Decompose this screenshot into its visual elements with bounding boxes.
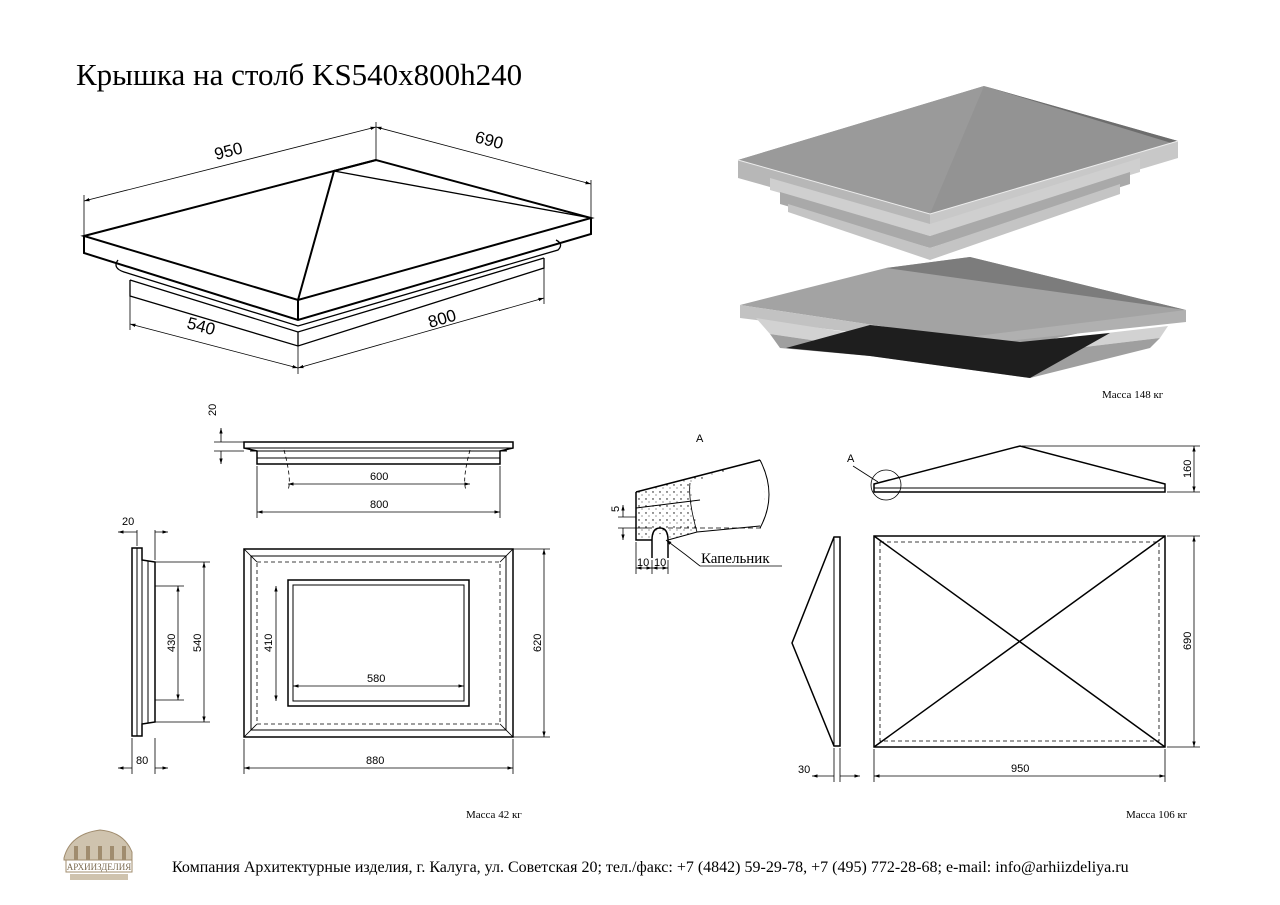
- footer-contacts: Компания Архитектурные изделия, г. Калуг…: [172, 859, 1129, 876]
- isometric-drawing: 950 690 540 800: [80, 122, 595, 374]
- dim-20-side: 20: [122, 516, 134, 528]
- render-cap-bottom: [740, 257, 1186, 378]
- dim-160: 160: [1182, 460, 1194, 478]
- dim-690: 690: [473, 128, 505, 154]
- detail-dim-10b: 10: [654, 557, 666, 569]
- render-mass-label: Масса 148 кг: [1102, 389, 1164, 401]
- dim-620: 620: [532, 634, 544, 652]
- drip-label: Капельник: [701, 551, 770, 567]
- dim-800: 800: [426, 306, 459, 332]
- dim-950: 950: [212, 139, 244, 164]
- dim-690-plan: 690: [1182, 632, 1194, 650]
- dim-950-plan: 950: [1011, 763, 1029, 775]
- base-plan: 410 580 620 880: [243, 548, 550, 774]
- logo-text: АРХИИЗДЕЛИЯ: [67, 862, 131, 872]
- dim-580: 580: [367, 673, 385, 685]
- mass-42-label: Масса 42 кг: [466, 809, 522, 821]
- base-elevation: 20 600 800: [207, 404, 514, 518]
- dim-600: 600: [370, 471, 388, 483]
- dim-540: 540: [185, 314, 217, 340]
- dim-20-elev: 20: [207, 404, 219, 416]
- dim-540-side: 540: [192, 634, 204, 652]
- detail-a-title: А: [696, 433, 704, 445]
- cap-detail-marker: А: [847, 453, 855, 465]
- detail-dim-5: 5: [610, 506, 622, 512]
- cap-plan: 950 690: [873, 535, 1200, 782]
- company-logo: АРХИИЗДЕЛИЯ: [63, 829, 133, 880]
- cap-elevation: А 160: [847, 445, 1200, 501]
- page-title: Крышка на столб KS540x800h240: [76, 57, 522, 92]
- dim-410: 410: [263, 634, 275, 652]
- mass-106-label: Масса 106 кг: [1126, 809, 1188, 821]
- detail-dim-10a: 10: [637, 557, 649, 569]
- cap-side-profile: 30: [791, 536, 860, 782]
- dim-800-elev: 800: [370, 499, 388, 511]
- dim-880: 880: [366, 755, 384, 767]
- dim-80: 80: [136, 755, 148, 767]
- side-elevation: 20 430 540 80: [118, 516, 210, 774]
- render-cap-top: [737, 86, 1179, 260]
- detail-a: А 5 10 10 Капельник: [610, 433, 782, 574]
- dim-30: 30: [798, 764, 810, 776]
- dim-430: 430: [166, 634, 178, 652]
